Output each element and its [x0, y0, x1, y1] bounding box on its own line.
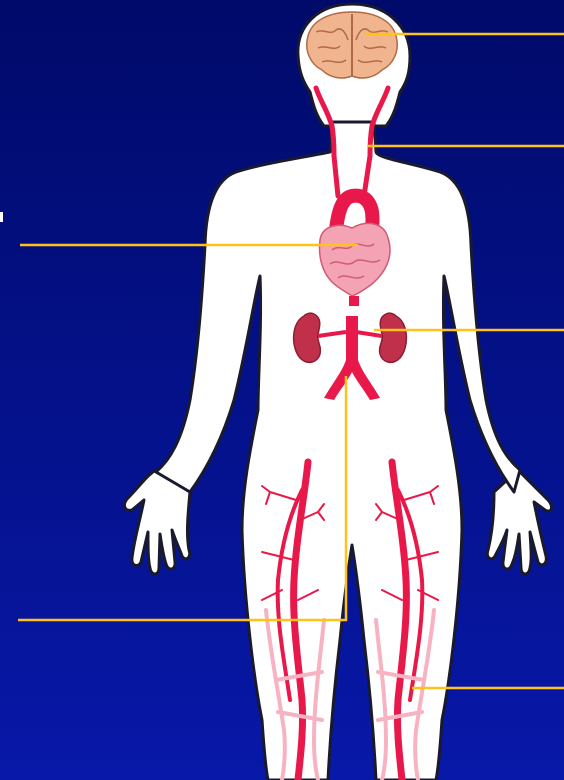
brain-icon: [307, 12, 397, 78]
edge-artifact: [0, 212, 3, 222]
